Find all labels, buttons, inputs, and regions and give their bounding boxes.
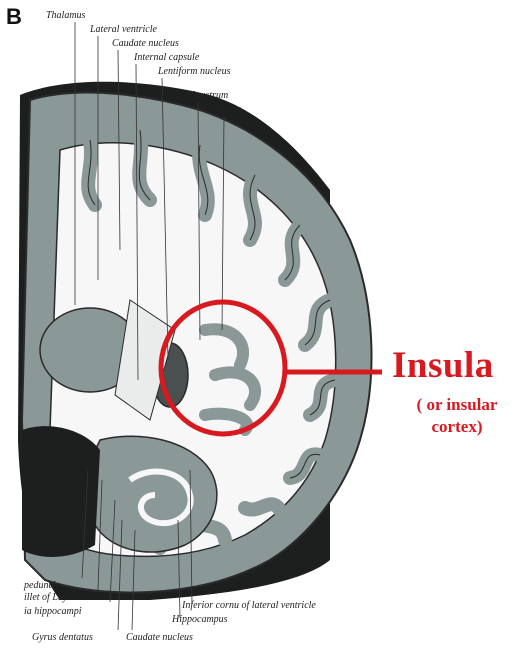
- callout-title: Insula: [392, 344, 494, 387]
- label-peduncle: peduncle: [24, 580, 60, 592]
- label-hippocampus: Hippocampus: [172, 614, 228, 626]
- callout-subtitle-line1: ( or insular: [400, 394, 514, 416]
- panel-letter: B: [6, 4, 22, 30]
- callout-subtitle-line2: cortex): [400, 416, 514, 438]
- label-caudate-nucleus: Caudate nucleus: [112, 38, 179, 50]
- label-thalamus: Thalamus: [46, 10, 85, 22]
- callout-subtitle: ( or insular cortex): [400, 394, 514, 438]
- label-gyrus-dentatus: Gyrus dentatus: [32, 632, 93, 644]
- label-insula: Insula: [216, 104, 241, 116]
- label-lentiform-nucleus: Lentiform nucleus: [158, 66, 231, 78]
- label-internal-capsule: Internal capsule: [134, 52, 199, 64]
- label-claustrum: Claustrum: [186, 90, 228, 102]
- label-caudate-nucleus-bottom: Caudate nucleus: [126, 632, 193, 644]
- label-inferior-cornu: Inferior cornu of lateral ventricle: [182, 600, 316, 612]
- lower-left-dark: [22, 426, 100, 557]
- label-lateral-ventricle: Lateral ventricle: [90, 24, 157, 36]
- label-pes-hippocampi: ia hippocampi: [24, 606, 82, 618]
- label-fillet-of-luys: illet of Luys: [24, 592, 71, 604]
